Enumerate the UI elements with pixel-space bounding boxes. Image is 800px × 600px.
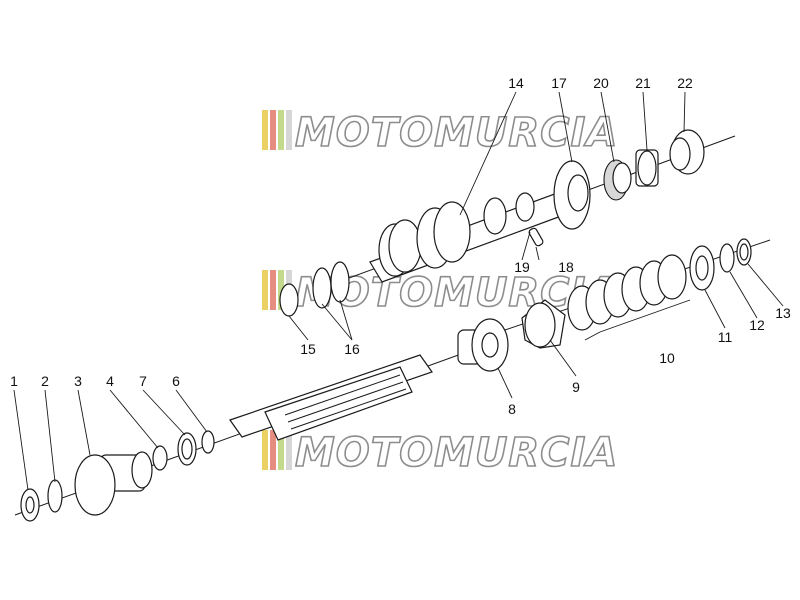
- callout-4: 4: [106, 373, 114, 389]
- callout-10: 10: [659, 350, 675, 366]
- callout-11: 11: [718, 329, 733, 345]
- callout-18: 18: [558, 259, 574, 275]
- callout-22: 22: [677, 75, 693, 91]
- spring-10: [567, 254, 687, 331]
- callout-19: 19: [514, 259, 530, 275]
- ring-4: [152, 445, 168, 471]
- callout-15: 15: [300, 341, 316, 357]
- gear-17: [553, 160, 591, 230]
- needle-bearing-20: [603, 159, 632, 201]
- callout-20: 20: [593, 75, 609, 91]
- watermark-bottom: MOTOMURCIA: [262, 429, 618, 477]
- circlip-12: [719, 243, 735, 273]
- callout-8: 8: [508, 401, 516, 417]
- upper-shaft-assembly: [329, 129, 736, 286]
- nut-1: [20, 488, 40, 522]
- shim-13: [736, 238, 752, 266]
- callout-14: 14: [508, 75, 524, 91]
- watermark-text-bottom: MOTOMURCIA: [295, 430, 618, 476]
- ring-7: [177, 432, 197, 466]
- ring-6: [201, 430, 215, 454]
- main-shaft-assembly: [14, 318, 509, 516]
- callout-3: 3: [74, 373, 82, 389]
- rings-15-16: [279, 261, 350, 317]
- pin-18: [528, 227, 544, 247]
- callout-12: 12: [749, 317, 765, 333]
- washer-11: [689, 245, 715, 291]
- watermark-middle: MOTOMURCIA: [262, 269, 618, 317]
- gear-8: [457, 318, 509, 372]
- callout-21: 21: [635, 75, 651, 91]
- callout-6: 6: [172, 373, 180, 389]
- watermark-text-middle: MOTOMURCIA: [295, 270, 618, 316]
- watermark-top: MOTOMURCIA: [262, 109, 618, 157]
- gear-cluster-left: [378, 192, 535, 277]
- bushing-21: [635, 149, 659, 187]
- gear-3: [74, 451, 153, 516]
- callout-labels: 1 2 3 4 7 6 8 9 10 11 12 13 14 15 16 17 …: [10, 75, 791, 417]
- callout-9: 9: [572, 379, 580, 395]
- leader-lines: [13, 91, 784, 491]
- callout-1: 1: [10, 373, 18, 389]
- callout-16: 16: [344, 341, 360, 357]
- lock-washer-2: [47, 479, 63, 513]
- spring-assembly: [504, 238, 771, 349]
- callout-7: 7: [139, 373, 147, 389]
- callout-17: 17: [551, 75, 567, 91]
- lower-left-parts: [20, 430, 215, 522]
- callout-13: 13: [775, 305, 791, 321]
- callout-2: 2: [41, 373, 49, 389]
- cam-9: [521, 299, 566, 349]
- dog-ring-22: [669, 129, 705, 175]
